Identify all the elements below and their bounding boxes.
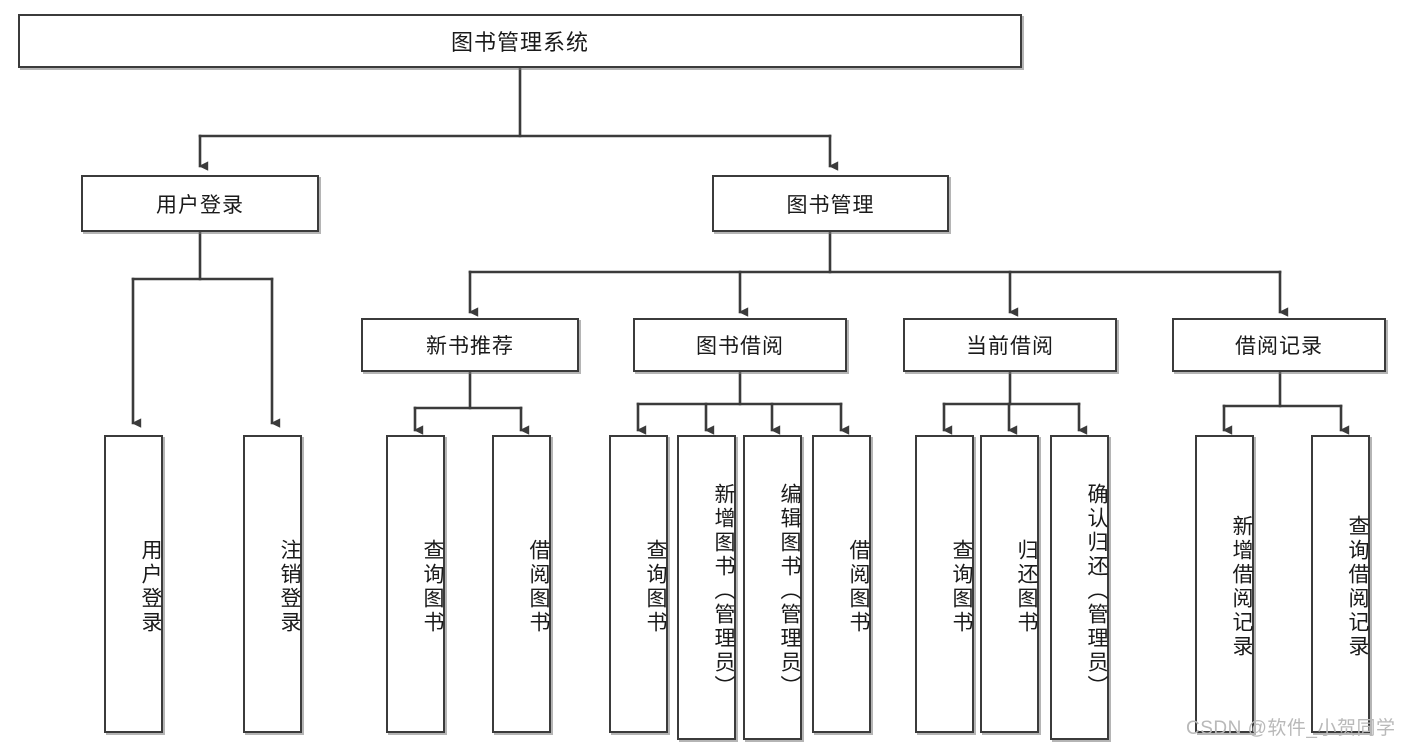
node-leaf-query-record-label: 查询借阅记录 [1346,515,1369,659]
node-book-manage-label: 图书管理 [786,193,875,217]
node-book-borrow[interactable]: 图书借阅 [633,318,847,372]
node-leaf-user-login[interactable]: 用户登录 [104,435,163,733]
node-leaf-add-record-label: 新增借阅记录 [1230,515,1253,659]
watermark: CSDN @软件_小贺同学 [1186,718,1396,739]
node-leaf-user-login-label: 用户登录 [139,539,162,635]
node-book-manage[interactable]: 图书管理 [712,175,949,232]
node-new-book-rec[interactable]: 新书推荐 [361,318,579,372]
node-leaf-borrow-book-2-label: 借阅图书 [847,539,870,635]
node-leaf-query-book-1-label: 查询图书 [421,539,444,635]
node-leaf-user-logout-label: 注销登录 [278,539,301,635]
node-book-borrow-label: 图书借阅 [696,335,784,358]
node-borrow-record-label: 借阅记录 [1235,335,1323,358]
node-current-borrow-label: 当前借阅 [966,335,1054,358]
node-leaf-query-book-3-label: 查询图书 [950,539,973,635]
node-borrow-record[interactable]: 借阅记录 [1172,318,1386,372]
node-leaf-query-record[interactable]: 查询借阅记录 [1311,435,1370,733]
node-leaf-user-logout[interactable]: 注销登录 [243,435,302,733]
node-leaf-edit-book[interactable]: 编辑图书（管理员） [743,435,802,740]
node-leaf-confirm-return[interactable]: 确认归还（管理员） [1050,435,1109,740]
node-leaf-query-book-1[interactable]: 查询图书 [386,435,445,733]
node-user-login-label: 用户登录 [156,193,244,217]
node-leaf-borrow-book-1-label: 借阅图书 [527,539,550,635]
node-leaf-add-book[interactable]: 新增图书（管理员） [677,435,736,740]
node-leaf-return-book-label: 归还图书 [1015,539,1038,635]
node-user-login[interactable]: 用户登录 [81,175,319,232]
node-leaf-confirm-return-label: 确认归还（管理员） [1085,482,1108,699]
node-root[interactable]: 图书管理系统 [18,14,1022,68]
node-leaf-edit-book-label: 编辑图书（管理员） [778,482,801,699]
node-leaf-return-book[interactable]: 归还图书 [980,435,1039,733]
node-leaf-query-book-3[interactable]: 查询图书 [915,435,974,733]
node-leaf-add-record[interactable]: 新增借阅记录 [1195,435,1254,733]
node-current-borrow[interactable]: 当前借阅 [903,318,1117,372]
node-leaf-add-book-label: 新增图书（管理员） [712,482,735,699]
node-root-label: 图书管理系统 [450,30,589,55]
node-leaf-query-book-2-label: 查询图书 [644,539,667,635]
node-leaf-borrow-book-1[interactable]: 借阅图书 [492,435,551,733]
node-leaf-query-book-2[interactable]: 查询图书 [609,435,668,733]
node-new-book-rec-label: 新书推荐 [426,335,514,358]
node-leaf-borrow-book-2[interactable]: 借阅图书 [812,435,871,733]
